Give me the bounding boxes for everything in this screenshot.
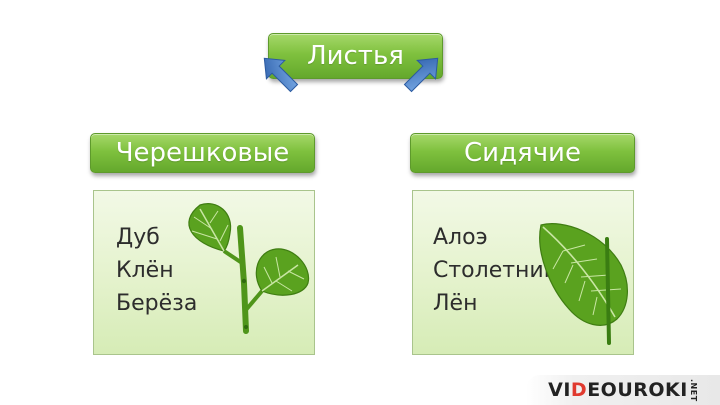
example-item: Лён — [433, 291, 478, 316]
example-item: Алоэ — [433, 225, 488, 250]
petiolate-leaf-illustration — [188, 203, 310, 334]
petiolate-examples-panel: Дуб Клён Берёза — [93, 190, 315, 355]
petiolate-examples-list: Дуб Клён Берёза — [116, 221, 197, 320]
category-petiolate: Черешковые — [90, 133, 315, 173]
category-petiolate-label: Черешковые — [115, 138, 290, 168]
root-node-leaves: Листья — [268, 33, 443, 79]
sessile-examples-panel: Алоэ Столетник Лён — [412, 190, 634, 355]
example-item: Клён — [116, 258, 174, 283]
example-item: Дуб — [116, 225, 160, 250]
logo-suffix: .NET — [688, 378, 698, 402]
logo-part2: D — [570, 379, 588, 401]
sessile-examples-list: Алоэ Столетник Лён — [433, 221, 557, 320]
example-item: Берёза — [116, 291, 198, 316]
logo-part1: VI — [548, 379, 571, 401]
sessile-leaf-illustration — [539, 223, 628, 345]
left-arrow-icon — [263, 57, 299, 93]
logo-part3: EOUROKI — [587, 379, 688, 401]
right-arrow-icon — [403, 57, 439, 93]
example-item: Столетник — [433, 258, 558, 283]
category-sessile-label: Сидячие — [464, 138, 581, 168]
category-sessile: Сидячие — [410, 133, 635, 173]
root-node-label: Листья — [307, 41, 404, 71]
